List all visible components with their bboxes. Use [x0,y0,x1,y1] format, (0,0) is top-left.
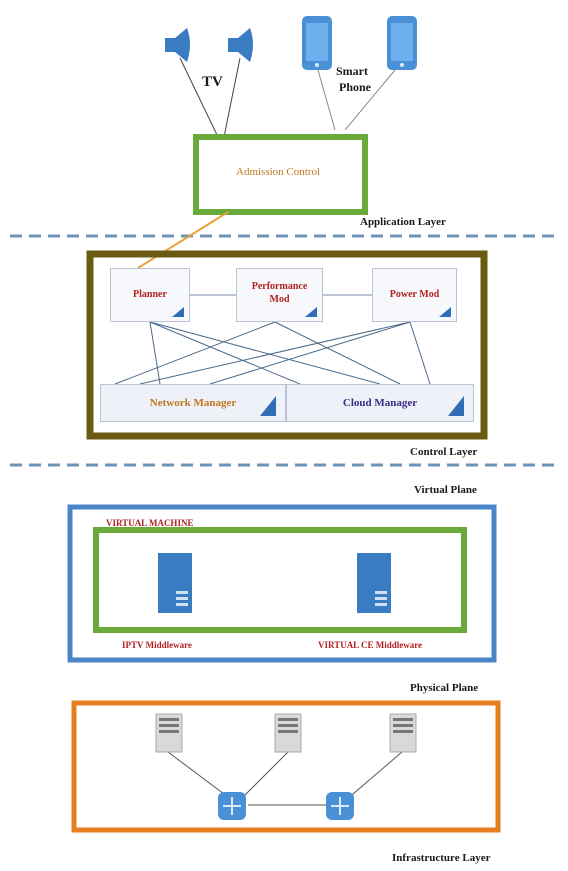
admission-control-box [193,134,368,215]
tv-link-left [179,57,219,138]
tv-link-right [223,57,241,138]
speaker-icon [165,28,190,62]
server-mid-router-link [239,751,289,801]
server-icon [357,553,391,613]
iptv-middleware-label: IPTV Middleware [122,640,192,650]
performance-label-line1: Performance [251,281,308,292]
planner-module: Planner [110,268,190,322]
virtual-ce-middleware-label: VIRTUAL CE Middleware [318,640,423,650]
server-icon [389,713,417,753]
server-icon [158,553,192,613]
network-manager-label: Network Manager [149,397,237,409]
control-layer-box [86,250,488,440]
admission-to-planner-link [137,211,229,269]
performance-module: Performance Mod [236,268,323,322]
virtual-plane-label: Virtual Plane [414,484,477,496]
module-manager-links [114,321,431,385]
speaker-icon [228,28,253,62]
network-manager: Network Manager [100,384,286,422]
virtual-machine-label: VIRTUAL MACHINE [106,518,194,528]
admission-control-label: Admission Control [236,166,321,178]
performance-label-line2: Mod [269,294,290,305]
application-layer-label: Application Layer [360,216,446,228]
physical-plane-label: Physical Plane [410,682,479,694]
router-icon [218,792,246,820]
cloud-manager-label: Cloud Manager [342,397,418,409]
server-icon [155,713,183,753]
power-label: Power Mod [389,289,440,300]
router-icon [326,792,354,820]
virtual-plane-box [67,504,497,663]
tv-label: TV [202,74,223,90]
smartphone-icon [302,16,332,70]
smart-phone-label-line2: Phone [339,80,372,94]
control-layer-label: Control Layer [410,446,478,458]
phone-link-left [317,69,336,131]
server-right-router-link [345,751,403,801]
pen-icon [439,307,451,317]
cloud-manager: Cloud Manager [286,384,474,422]
server-icon [274,713,302,753]
physical-plane-box [71,700,501,833]
virtual-machine-box [93,527,467,633]
power-module: Power Mod [372,268,457,322]
planner-label: Planner [133,289,167,300]
pen-icon [448,396,464,416]
server-left-router-link [167,751,233,801]
smartphone-icon [387,16,417,70]
phone-link-right [344,69,396,131]
infrastructure-layer-label: Infrastructure Layer [392,852,491,864]
pen-icon [172,307,184,317]
smart-phone-label-line1: Smart [336,64,368,78]
pen-icon [305,307,317,317]
pen-icon [260,396,276,416]
